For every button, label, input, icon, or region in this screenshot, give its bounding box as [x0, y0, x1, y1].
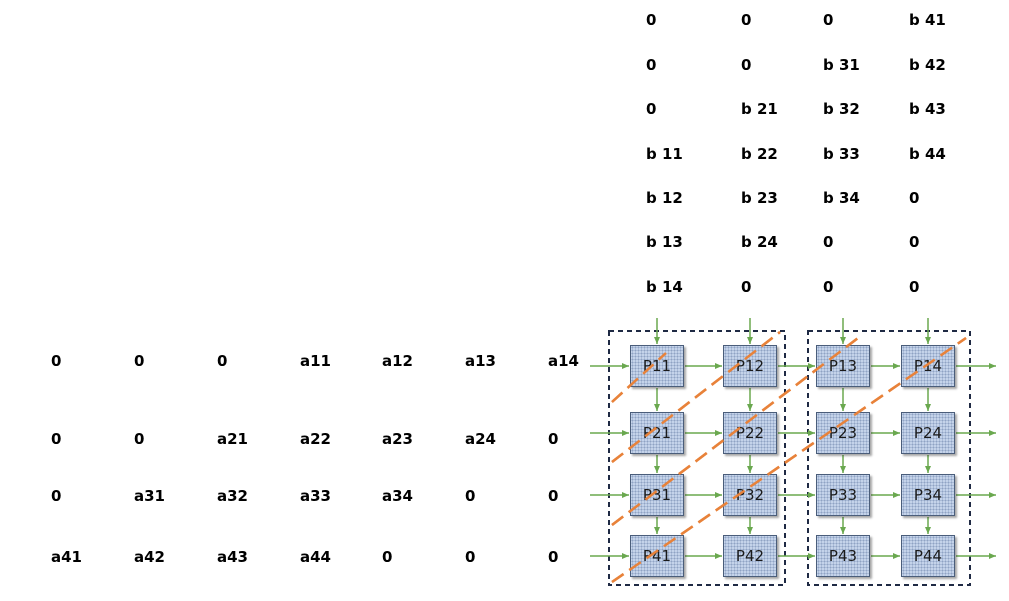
a-matrix-cell-r2-c4: a22: [300, 430, 331, 448]
b-matrix-cell-r1-c1: 0: [646, 11, 657, 29]
a-matrix-cell-r1-c6: a13: [465, 352, 496, 370]
b-matrix-cell-r1-c2: 0: [741, 11, 752, 29]
a-matrix-cell-r4-c5: 0: [382, 548, 393, 566]
processor-label: P33: [828, 486, 858, 504]
b-matrix-cell-r4-c3: b 33: [823, 145, 860, 163]
processor-label: P43: [828, 547, 858, 565]
a-matrix-cell-r1-c2: 0: [134, 352, 145, 370]
b-matrix-cell-r2-c3: b 31: [823, 56, 860, 74]
b-matrix-cell-r2-c4: b 42: [909, 56, 946, 74]
processor-p43: P43: [816, 535, 870, 577]
processor-p34: P34: [901, 474, 955, 516]
b-matrix-cell-r1-c4: b 41: [909, 11, 946, 29]
a-matrix-cell-r4-c6: 0: [465, 548, 476, 566]
wavefront-overlay-line-3: [611, 337, 859, 526]
b-matrix-cell-r2-c2: 0: [741, 56, 752, 74]
processor-p31: P31: [630, 474, 684, 516]
dashed-group-box-left: [608, 330, 786, 586]
processor-p33: P33: [816, 474, 870, 516]
wavefront-overlay-line-1: [611, 352, 667, 403]
b-matrix-cell-r5-c4: 0: [909, 189, 920, 207]
a-matrix-cell-r3-c6: 0: [465, 487, 476, 505]
processor-p24: P24: [901, 412, 955, 454]
b-matrix-cell-r6-c3: 0: [823, 233, 834, 251]
processor-label: P12: [735, 357, 765, 375]
processor-label: P42: [735, 547, 765, 565]
processor-label: P41: [642, 547, 672, 565]
b-matrix-cell-r7-c3: 0: [823, 278, 834, 296]
b-matrix-cell-r3-c2: b 21: [741, 100, 778, 118]
processor-p32: P32: [723, 474, 777, 516]
processor-p41: P41: [630, 535, 684, 577]
a-matrix-cell-r3-c5: a34: [382, 487, 413, 505]
a-matrix-cell-r2-c3: a21: [217, 430, 248, 448]
a-matrix-cell-r3-c7: 0: [548, 487, 559, 505]
a-matrix-cell-r1-c5: a12: [382, 352, 413, 370]
a-matrix-cell-r2-c6: a24: [465, 430, 496, 448]
b-matrix-cell-r4-c4: b 44: [909, 145, 946, 163]
processor-label: P13: [828, 357, 858, 375]
b-matrix-cell-r5-c3: b 34: [823, 189, 860, 207]
processor-label: P24: [913, 424, 943, 442]
processor-label: P44: [913, 547, 943, 565]
a-matrix-cell-r4-c7: 0: [548, 548, 559, 566]
processor-label: P14: [913, 357, 943, 375]
a-matrix-cell-r4-c3: a43: [217, 548, 248, 566]
a-matrix-cell-r3-c3: a32: [217, 487, 248, 505]
b-matrix-cell-r4-c1: b 11: [646, 145, 683, 163]
processor-p12: P12: [723, 345, 777, 387]
dashed-group-box-right: [807, 330, 971, 586]
b-matrix-cell-r4-c2: b 22: [741, 145, 778, 163]
a-matrix-cell-r4-c1: a41: [51, 548, 82, 566]
a-matrix-cell-r1-c7: a14: [548, 352, 579, 370]
processor-p11: P11: [630, 345, 684, 387]
b-matrix-cell-r5-c2: b 23: [741, 189, 778, 207]
processor-p44: P44: [901, 535, 955, 577]
a-matrix-cell-r2-c5: a23: [382, 430, 413, 448]
processor-label: P21: [642, 424, 672, 442]
processor-p42: P42: [723, 535, 777, 577]
b-matrix-cell-r3-c1: 0: [646, 100, 657, 118]
a-matrix-cell-r4-c2: a42: [134, 548, 165, 566]
a-matrix-cell-r1-c3: 0: [217, 352, 228, 370]
a-matrix-cell-r2-c7: 0: [548, 430, 559, 448]
a-matrix-cell-r3-c1: 0: [51, 487, 62, 505]
processor-label: P31: [642, 486, 672, 504]
processor-label: P11: [642, 357, 672, 375]
processor-p21: P21: [630, 412, 684, 454]
processor-label: P34: [913, 486, 943, 504]
processor-p23: P23: [816, 412, 870, 454]
b-matrix-cell-r7-c4: 0: [909, 278, 920, 296]
a-matrix-cell-r3-c4: a33: [300, 487, 331, 505]
processor-label: P23: [828, 424, 858, 442]
b-matrix-cell-r3-c3: b 32: [823, 100, 860, 118]
b-matrix-cell-r7-c2: 0: [741, 278, 752, 296]
b-matrix-cell-r1-c3: 0: [823, 11, 834, 29]
a-matrix-cell-r2-c1: 0: [51, 430, 62, 448]
a-matrix-cell-r1-c1: 0: [51, 352, 62, 370]
a-matrix-cell-r1-c4: a11: [300, 352, 331, 370]
wavefront-overlay-line-4: [611, 336, 967, 584]
b-matrix-cell-r3-c4: b 43: [909, 100, 946, 118]
b-matrix-cell-r5-c1: b 12: [646, 189, 683, 207]
b-matrix-cell-r6-c4: 0: [909, 233, 920, 251]
a-matrix-cell-r3-c2: a31: [134, 487, 165, 505]
a-matrix-cell-r2-c2: 0: [134, 430, 145, 448]
b-matrix-cell-r6-c2: b 24: [741, 233, 778, 251]
b-matrix-cell-r2-c1: 0: [646, 56, 657, 74]
wavefront-overlay-line-2: [611, 331, 781, 463]
b-matrix-cell-r7-c1: b 14: [646, 278, 683, 296]
b-matrix-cell-r6-c1: b 13: [646, 233, 683, 251]
a-matrix-cell-r4-c4: a44: [300, 548, 331, 566]
processor-label: P22: [735, 424, 765, 442]
processor-p13: P13: [816, 345, 870, 387]
